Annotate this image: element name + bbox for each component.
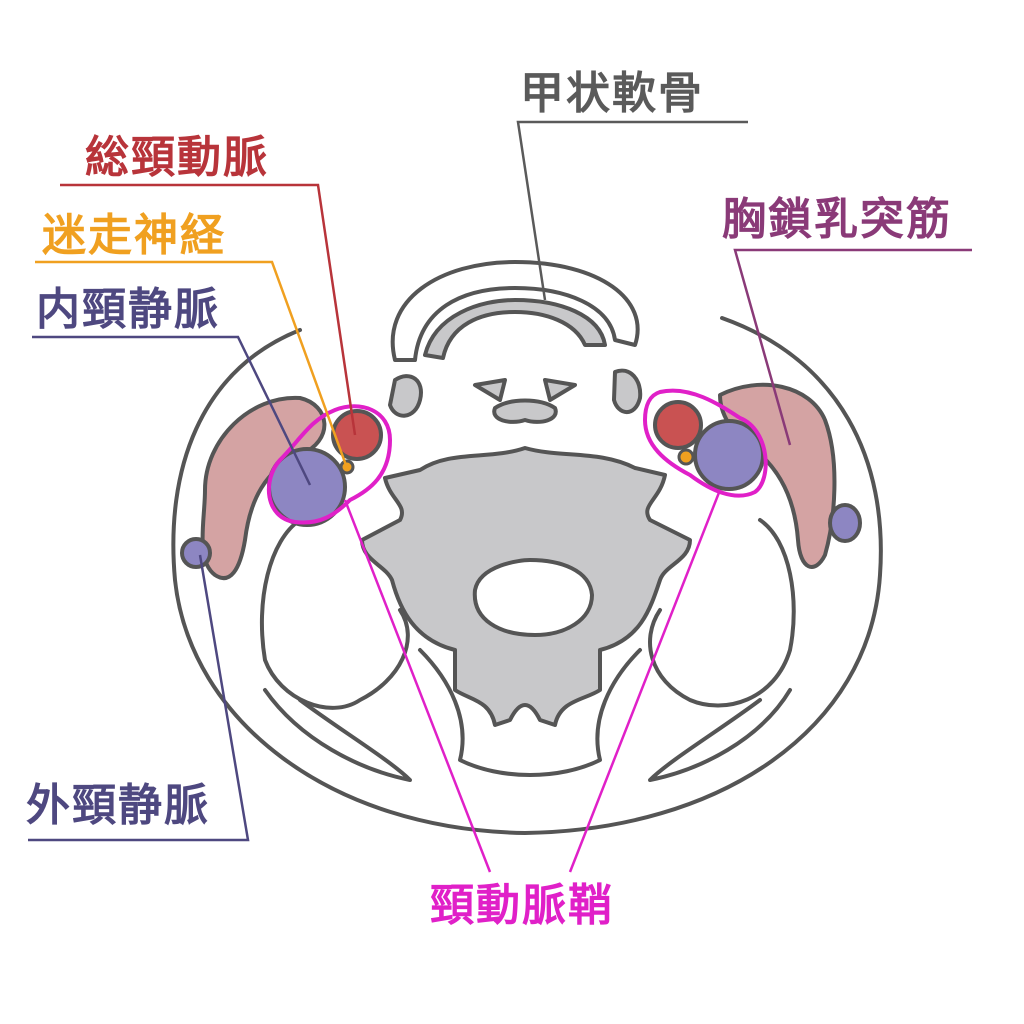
vagus-nerve-right bbox=[677, 448, 695, 466]
label-carotid-sheath: 頸動脈鞘 bbox=[430, 880, 614, 931]
carotid-sheath-right bbox=[642, 388, 768, 498]
label-thyroid-cartilage: 甲状軟骨 bbox=[520, 68, 704, 119]
external-jugular-vein-right bbox=[828, 503, 862, 543]
label-vagus-nerve: 迷走神経 bbox=[42, 210, 226, 261]
carotid-sheath-left bbox=[266, 404, 393, 525]
label-internal-jugular-vein: 内頸静脈 bbox=[36, 284, 220, 335]
label-sternocleidomastoid: 胸鎖乳突筋 bbox=[722, 194, 952, 245]
label-external-jugular-vein: 外頸静脈 bbox=[26, 780, 210, 831]
external-jugular-vein-left bbox=[180, 537, 212, 569]
label-common-carotid-artery: 総頸動脈 bbox=[85, 132, 269, 183]
neck-outline bbox=[171, 316, 883, 835]
internal-jugular-vein-right bbox=[693, 419, 765, 491]
thyroid-cartilage bbox=[390, 260, 640, 362]
common-carotid-artery-left bbox=[331, 409, 383, 461]
common-carotid-artery-right bbox=[653, 400, 703, 450]
